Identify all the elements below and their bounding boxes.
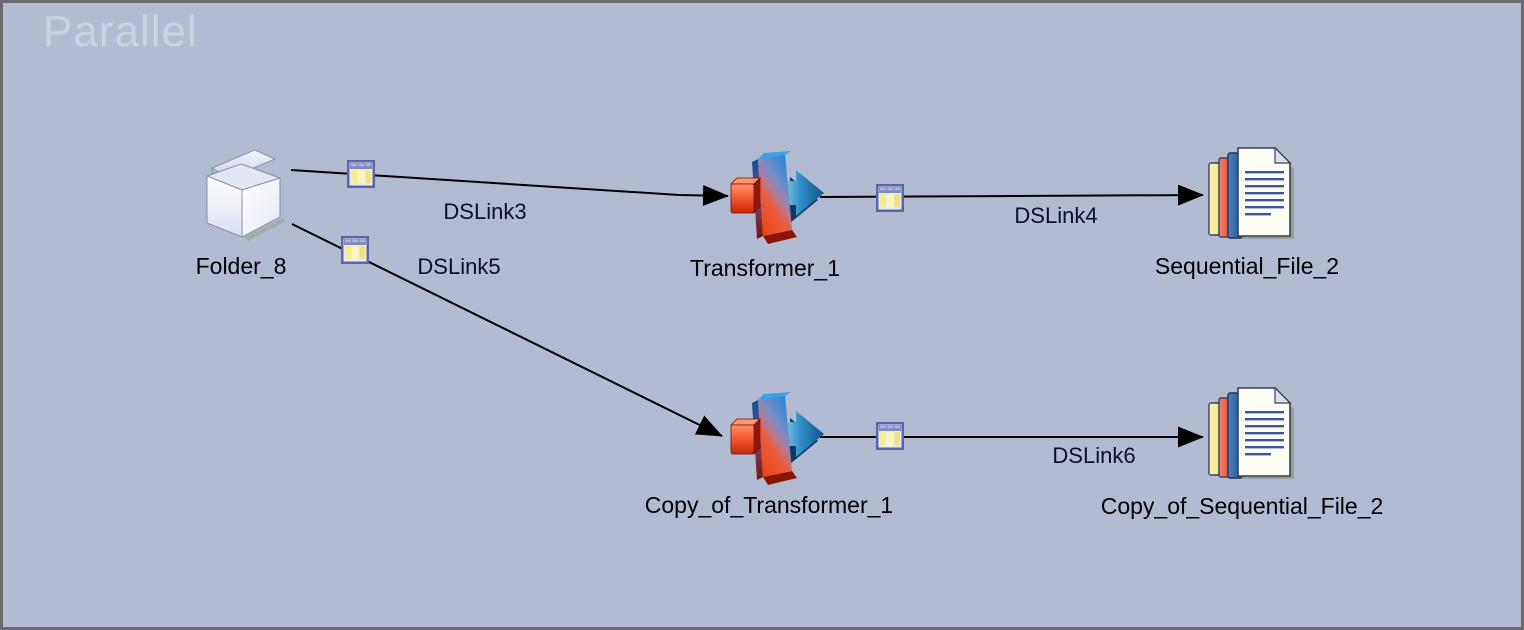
transformer-stage-icon [728,391,824,486]
link-columns-icon-dslink4 [876,184,904,212]
stage-label-copy-of-sequential-file-2: Copy_of_Sequential_File_2 [1100,493,1384,519]
transformer-stage-icon [728,150,824,245]
stage-label-transformer-1: Transformer_1 [690,255,840,281]
link-label-dslink3[interactable]: DSLink3 [443,199,527,224]
stage-copy-of-sequential-file-2[interactable]: Copy_of_Sequential_File_2 [1101,387,1383,519]
link-label-dslink5[interactable]: DSLink5 [417,254,501,279]
link-line-dslink3[interactable] [290,169,729,206]
stage-transformer-1[interactable]: Transformer_1 [690,150,840,281]
link-label-dslink4[interactable]: DSLink4 [1014,203,1098,228]
stage-folder-8[interactable]: Folder_8 [196,149,291,279]
links-layer [290,160,1204,450]
folder-stage-icon [203,149,291,241]
stage-label-sequential-file-2: Sequential_File_2 [1154,253,1340,279]
sequential-file-stage-icon [1207,147,1295,241]
link-columns-icon-dslink5 [341,236,369,264]
sequential-file-stage-icon [1207,387,1295,481]
canvas-title: Parallel [43,7,198,56]
stage-label-folder-8: Folder_8 [195,253,287,279]
link-columns-icon-dslink6 [876,422,904,450]
stage-copy-of-transformer-1[interactable]: Copy_of_Transformer_1 [645,391,893,518]
stage-sequential-file-2[interactable]: Sequential_File_2 [1155,147,1339,279]
link-columns-icon-dslink3 [347,160,375,188]
stage-label-copy-of-transformer-1: Copy_of_Transformer_1 [644,492,894,518]
link-label-dslink6[interactable]: DSLink6 [1052,443,1136,468]
